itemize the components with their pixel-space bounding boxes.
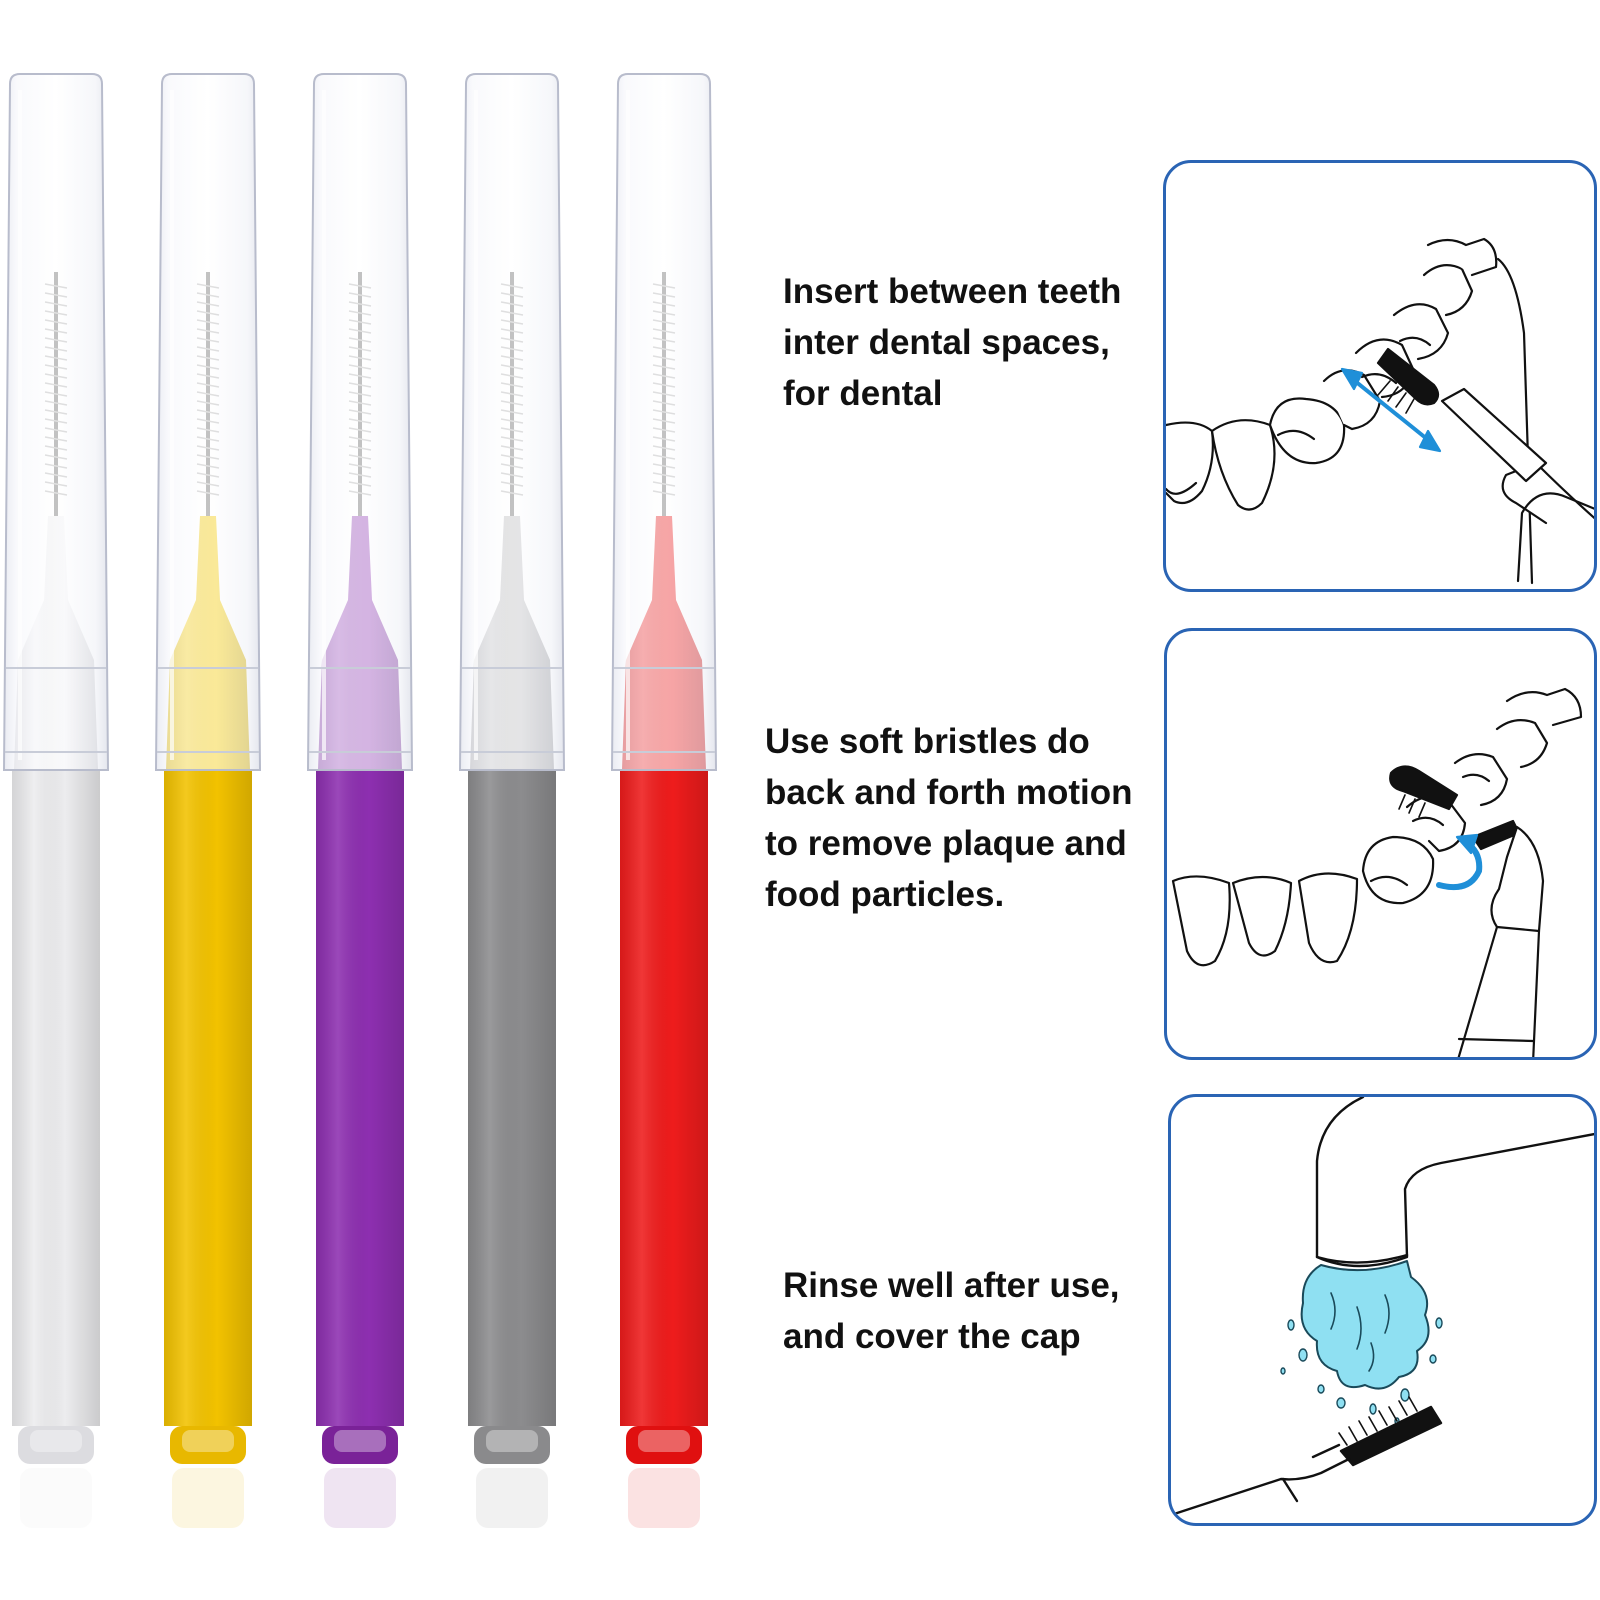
brush-base bbox=[626, 1426, 702, 1464]
step-text-line: inter dental spaces, bbox=[783, 323, 1110, 362]
brush-handle-shading bbox=[12, 770, 100, 1426]
step-text-line: Use soft bristles do bbox=[765, 722, 1090, 761]
brush-base-highlight bbox=[334, 1430, 386, 1452]
brush-handle-shading bbox=[468, 770, 556, 1426]
brush-base-highlight bbox=[182, 1430, 234, 1452]
brush-handle-shading bbox=[164, 770, 252, 1426]
brush-base bbox=[170, 1426, 246, 1464]
brush-cap bbox=[458, 73, 566, 771]
step-text-line: back and forth motion bbox=[765, 773, 1133, 812]
brush-red bbox=[610, 73, 718, 1528]
back-forth-motion-illustration bbox=[1171, 687, 1583, 1057]
brush-handle-shading bbox=[316, 770, 404, 1426]
step-text-line: Rinse well after use, bbox=[783, 1266, 1120, 1305]
brush-reflection bbox=[324, 1468, 396, 1528]
step-1-text: Insert between teeth inter dental spaces… bbox=[783, 266, 1121, 419]
brush-base bbox=[18, 1426, 94, 1464]
brush-cap bbox=[610, 73, 718, 771]
brush-between-teeth-illustration bbox=[1166, 237, 1594, 585]
step-text-line: to remove plaque and bbox=[765, 824, 1127, 863]
brush-base-highlight bbox=[638, 1430, 690, 1452]
step-2-illustration-panel bbox=[1164, 628, 1597, 1060]
step-text-line: food particles. bbox=[765, 875, 1005, 914]
step-text-line: and cover the cap bbox=[783, 1317, 1081, 1356]
brush-white bbox=[2, 73, 110, 1528]
brush-reflection bbox=[628, 1468, 700, 1528]
step-3-text: Rinse well after use, and cover the cap bbox=[783, 1260, 1120, 1362]
step-text-line: for dental bbox=[783, 374, 943, 413]
brush-cap bbox=[2, 73, 110, 771]
brush-base-highlight bbox=[30, 1430, 82, 1452]
step-2-text: Use soft bristles do back and forth moti… bbox=[765, 716, 1133, 920]
brush-reflection bbox=[172, 1468, 244, 1528]
step-3-illustration-panel bbox=[1168, 1094, 1597, 1526]
brush-reflection bbox=[20, 1468, 92, 1528]
brush-base bbox=[322, 1426, 398, 1464]
brush-base bbox=[474, 1426, 550, 1464]
rinse-under-faucet-illustration bbox=[1171, 1097, 1594, 1517]
brush-handle-shading bbox=[620, 770, 708, 1426]
brush-cap bbox=[154, 73, 262, 771]
step-text-line: Insert between teeth bbox=[783, 272, 1122, 311]
brush-reflection bbox=[476, 1468, 548, 1528]
step-1-illustration-panel bbox=[1163, 160, 1597, 592]
brush-gray bbox=[458, 73, 566, 1528]
interdental-brushes-photo bbox=[2, 73, 718, 1528]
brush-purple bbox=[306, 73, 414, 1528]
brush-cap bbox=[306, 73, 414, 771]
brush-base-highlight bbox=[486, 1430, 538, 1452]
brush-yellow bbox=[154, 73, 262, 1528]
